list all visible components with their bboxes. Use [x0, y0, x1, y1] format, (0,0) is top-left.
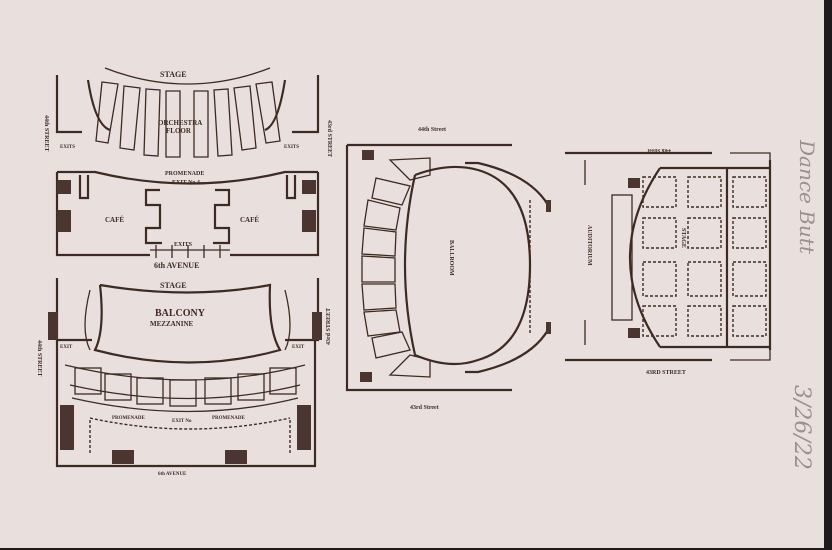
handwritten-annotation: Dance Butt 3/26/22 [789, 139, 819, 470]
floor-label: FLOOR [166, 127, 192, 135]
street-right-label: 43rd STREET [326, 120, 332, 157]
promenade-left-label: PROMENADE [112, 416, 145, 421]
exits-label: EXITS [174, 242, 193, 248]
promenade-right-label: PROMENADE [212, 416, 245, 421]
promenade-label: PROMENADE [165, 171, 204, 177]
ballroom-seating [361, 177, 411, 359]
orchestra-label: ORCHESTRA [158, 119, 202, 127]
exit-center-label: EXIT No [172, 419, 192, 424]
stage-label: STAGE [160, 70, 187, 79]
stage-street-top: 44th Street [647, 147, 671, 152]
balcony-stage-label: STAGE [160, 281, 187, 290]
orchestra-floor-plan: STAGE ORCHESTRA FLOOR PROMENADE EXIT No … [43, 67, 332, 270]
stage-plan: 44th Street AUDITORIUM STAGE 43RD STREET [565, 147, 772, 376]
balcony-label: BALCONY [155, 308, 206, 319]
ballroom-plan: 44th Street BALLROOM 43rd Street [345, 127, 551, 411]
avenue-label: 6th AVENUE [154, 261, 199, 270]
balcony-plan: STAGE BALCONY MEZZANINE EXIT EXIT PROMEN… [36, 278, 332, 477]
handwritten-date: 3/26/22 [789, 385, 814, 470]
balcony-boxes [74, 367, 297, 407]
cafe-right-label: CAFÉ [240, 216, 259, 224]
mezzanine-label: MEZZANINE [150, 320, 194, 328]
stage-traps [642, 176, 767, 337]
balcony-street-right-label: 43rd STREET [326, 308, 332, 345]
ballroom-street-top: 44th Street [418, 127, 446, 133]
stage-label-vertical: STAGE [680, 228, 686, 248]
balcony-avenue-label: 6th AVENUE [158, 472, 187, 477]
street-left-label: 44th STREET [43, 115, 49, 152]
ballroom-street-bottom: 43rd Street [410, 405, 439, 411]
exits-left-label: EXITS [60, 145, 75, 150]
ballroom-label: BALLROOM [448, 240, 454, 276]
auditorium-label: AUDITORIUM [586, 225, 592, 266]
exit-4-label: EXIT No 4 [172, 180, 200, 186]
cafe-left-label: CAFÉ [105, 216, 124, 224]
stage-street-bottom: 43RD STREET [646, 370, 686, 376]
orchestra-seating-sections [95, 81, 281, 158]
exit-right-label: EXIT [292, 345, 305, 350]
exit-left-label: EXIT [60, 345, 73, 350]
balcony-street-left-label: 44th STREET [36, 340, 42, 377]
handwritten-name: Dance Butt [795, 139, 819, 255]
exits-right-label: EXITS [284, 145, 299, 150]
